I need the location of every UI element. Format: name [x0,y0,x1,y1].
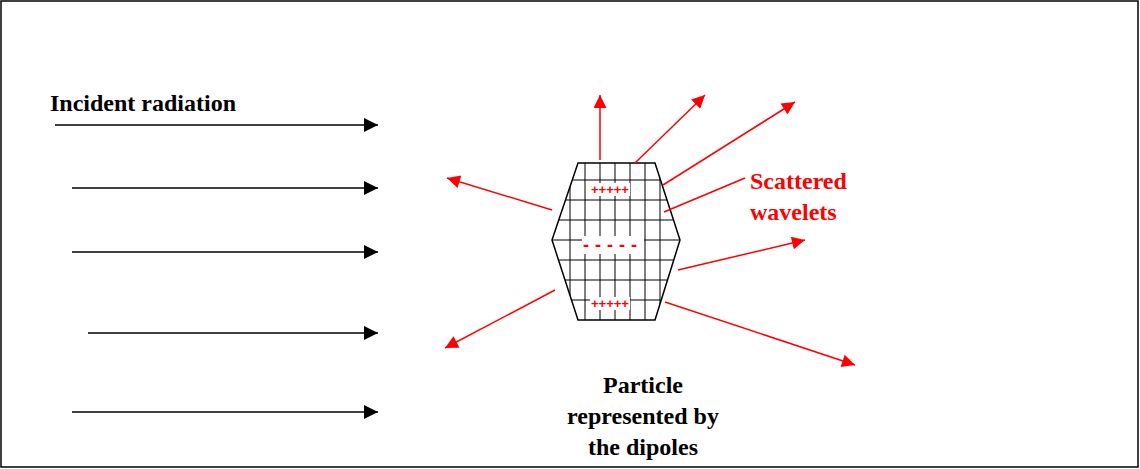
scattered-arrows [445,95,855,365]
particle-label: Particle represented by the dipoles [553,370,733,463]
positive-charges: +++++ [590,183,630,196]
positive-charges: +++++ [590,297,630,310]
output-label: Scattered wavelets [750,166,885,228]
input-label: Incident radiation [50,88,310,119]
incident-arrows [55,125,378,412]
particle-hexagon [552,163,680,320]
negative-charges: ----- [582,236,644,254]
